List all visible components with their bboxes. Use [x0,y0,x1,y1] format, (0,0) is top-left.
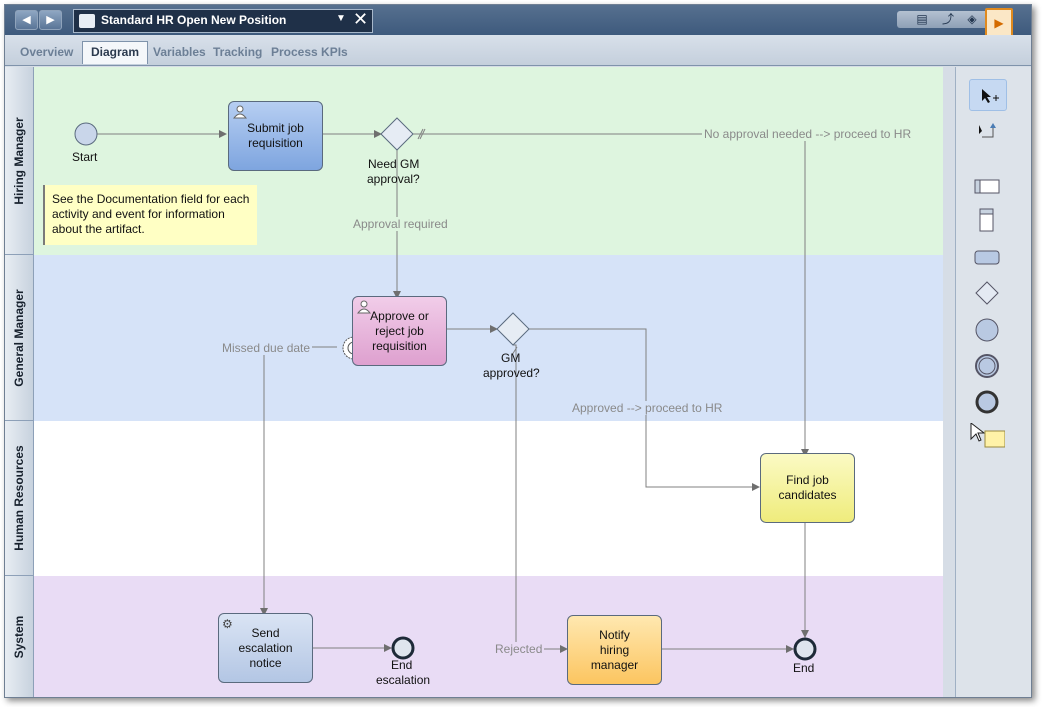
pool-icon[interactable] [969,205,1005,235]
process-icon [79,14,95,28]
stack-icon[interactable]: ◈ [967,12,977,26]
task-label: notice [249,655,282,670]
flow-label-approval-required: Approval required [351,217,450,231]
connectors [74,117,817,661]
end-label: End [793,661,815,675]
lane-header-hiring-manager[interactable]: Hiring Manager [5,67,34,255]
chart-icon[interactable]: ⤴ [941,12,954,26]
end-escalation-event[interactable] [391,636,415,660]
flow-label-rejected: Rejected [493,642,545,656]
tab-overview[interactable]: Overview [20,45,74,59]
task-label: candidates [778,488,837,502]
task-label: requisition [248,136,303,150]
note-line: about the artifact. [52,222,145,236]
chevron-down-icon[interactable]: ▼ [336,13,346,24]
selection-tool-icon[interactable] [969,79,1007,111]
lane-header-human-resources[interactable]: Human Resources [5,421,34,576]
end-event-icon[interactable] [969,387,1005,417]
back-button[interactable]: ◀ [15,10,38,30]
tab-diagram[interactable]: Diagram [82,41,149,64]
task-label: reject job [375,323,424,338]
tab-bar: Overview Diagram Variables Tracking Proc… [5,35,1031,66]
tab-tracking[interactable]: Tracking [213,45,263,59]
note-line: See the Documentation field for each [52,192,250,206]
task-label: hiring [599,642,630,657]
flow-label-approved: Approved --> proceed to HR [570,401,725,415]
diagram-canvas[interactable]: Hiring Manager General Manager Human Res… [5,67,943,697]
gateway-gm-approved[interactable] [496,312,530,346]
flow-label-no-approval: No approval needed --> proceed to HR [702,127,914,141]
gateway-label: GM [501,351,521,365]
task-label: Notify [599,627,630,642]
gateway-icon[interactable] [969,278,1005,308]
flow-missed-due-date[interactable] [260,346,337,616]
end-escalation-label: End [391,658,413,672]
task-label: Approve or [370,308,429,323]
gateway-label: approval? [367,172,420,186]
documents-icon[interactable]: ▤ [916,12,928,26]
run-icon[interactable]: ▶ [985,8,1013,39]
end-escalation-label: escalation [376,673,431,687]
start-event-icon[interactable] [969,315,1005,345]
tab-variables[interactable]: Variables [153,45,206,59]
documentation-note[interactable]: See the Documentation field for each act… [43,185,257,245]
flow-label-missed-due-date: Missed due date [220,341,313,355]
close-icon[interactable]: ✕ [353,9,369,29]
user-icon [357,300,371,314]
activity-icon[interactable] [969,242,1005,272]
task-label: manager [590,657,639,672]
task-label: escalation [238,640,293,655]
lane-general-manager[interactable] [34,255,943,421]
start-event[interactable] [74,122,98,146]
task-label: requisition [372,338,427,353]
gateway-need-gm-approval[interactable] [380,117,414,151]
intermediate-event-icon[interactable] [969,351,1005,381]
gear-icon: ⚙ [222,617,233,631]
title-bar: ◀ ▶ Standard HR Open New Position ▼ ✕ ▤ … [5,5,1031,39]
start-label: Start [72,150,98,164]
gateway-label: approved? [483,366,540,380]
lane-header-system[interactable]: System [5,576,34,697]
tab-process-kpis[interactable]: Process KPIs [271,45,348,59]
gateway-label: Need GM [368,157,420,171]
process-designer-window: ◀ ▶ Standard HR Open New Position ▼ ✕ ▤ … [4,4,1032,698]
task-label: Submit job [247,121,304,135]
forward-button[interactable]: ▶ [39,10,62,30]
note-line: activity and event for information [52,207,225,221]
palette [955,67,1031,697]
lane-icon[interactable] [969,171,1005,201]
process-title: Standard HR Open New Position [101,13,287,27]
toolbar-right: ▤ ⤴ ◈ ▶ [897,8,1013,39]
task-label: Find job [786,473,829,487]
end-event[interactable] [793,637,817,661]
lane-header-general-manager[interactable]: General Manager [5,255,34,421]
flow-rejected[interactable] [513,344,568,653]
note-icon[interactable] [969,423,1005,453]
lane-system[interactable] [34,576,943,697]
process-selector[interactable]: Standard HR Open New Position ▼ ✕ [73,9,373,33]
user-icon [233,105,247,119]
sequence-flow-tool-icon[interactable] [969,115,1005,145]
task-label: Send [251,625,280,640]
